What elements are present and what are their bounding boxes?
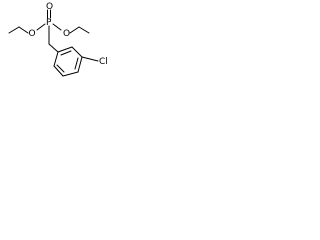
bond-ch2-ch3-right bbox=[78, 26, 90, 34]
ring-bond-5 bbox=[53, 65, 64, 77]
bond-ring-cl bbox=[81, 56, 99, 62]
ring-inner-double-2 bbox=[74, 57, 79, 70]
atom-label-o-double: O bbox=[46, 2, 53, 12]
bond-p-o-left bbox=[36, 23, 46, 31]
bond-o-ch2-right bbox=[69, 26, 80, 34]
molecule-structure: O P O O Cl bbox=[8, 2, 108, 77]
bond-ch2-ring bbox=[48, 43, 59, 53]
molecule-diagram: O P O O Cl bbox=[0, 0, 121, 86]
bond-o-ch2-left bbox=[18, 26, 29, 34]
atom-label-cl: Cl bbox=[99, 57, 108, 67]
atom-label-p: P bbox=[46, 18, 52, 28]
ring-bond-4 bbox=[62, 71, 79, 77]
ring-inner-double-3 bbox=[56, 64, 65, 73]
bond-p-o-right bbox=[52, 23, 62, 31]
bond-ch2-ch3-left bbox=[8, 26, 20, 34]
atom-label-o-right: O bbox=[63, 29, 70, 39]
ring-bond-2 bbox=[71, 46, 83, 58]
ring-inner-double-1 bbox=[60, 50, 72, 56]
ring-bond-6 bbox=[53, 51, 59, 67]
ring-bond-3 bbox=[77, 56, 83, 73]
ring-bond-1 bbox=[57, 46, 73, 53]
atom-label-o-left: O bbox=[29, 29, 36, 39]
